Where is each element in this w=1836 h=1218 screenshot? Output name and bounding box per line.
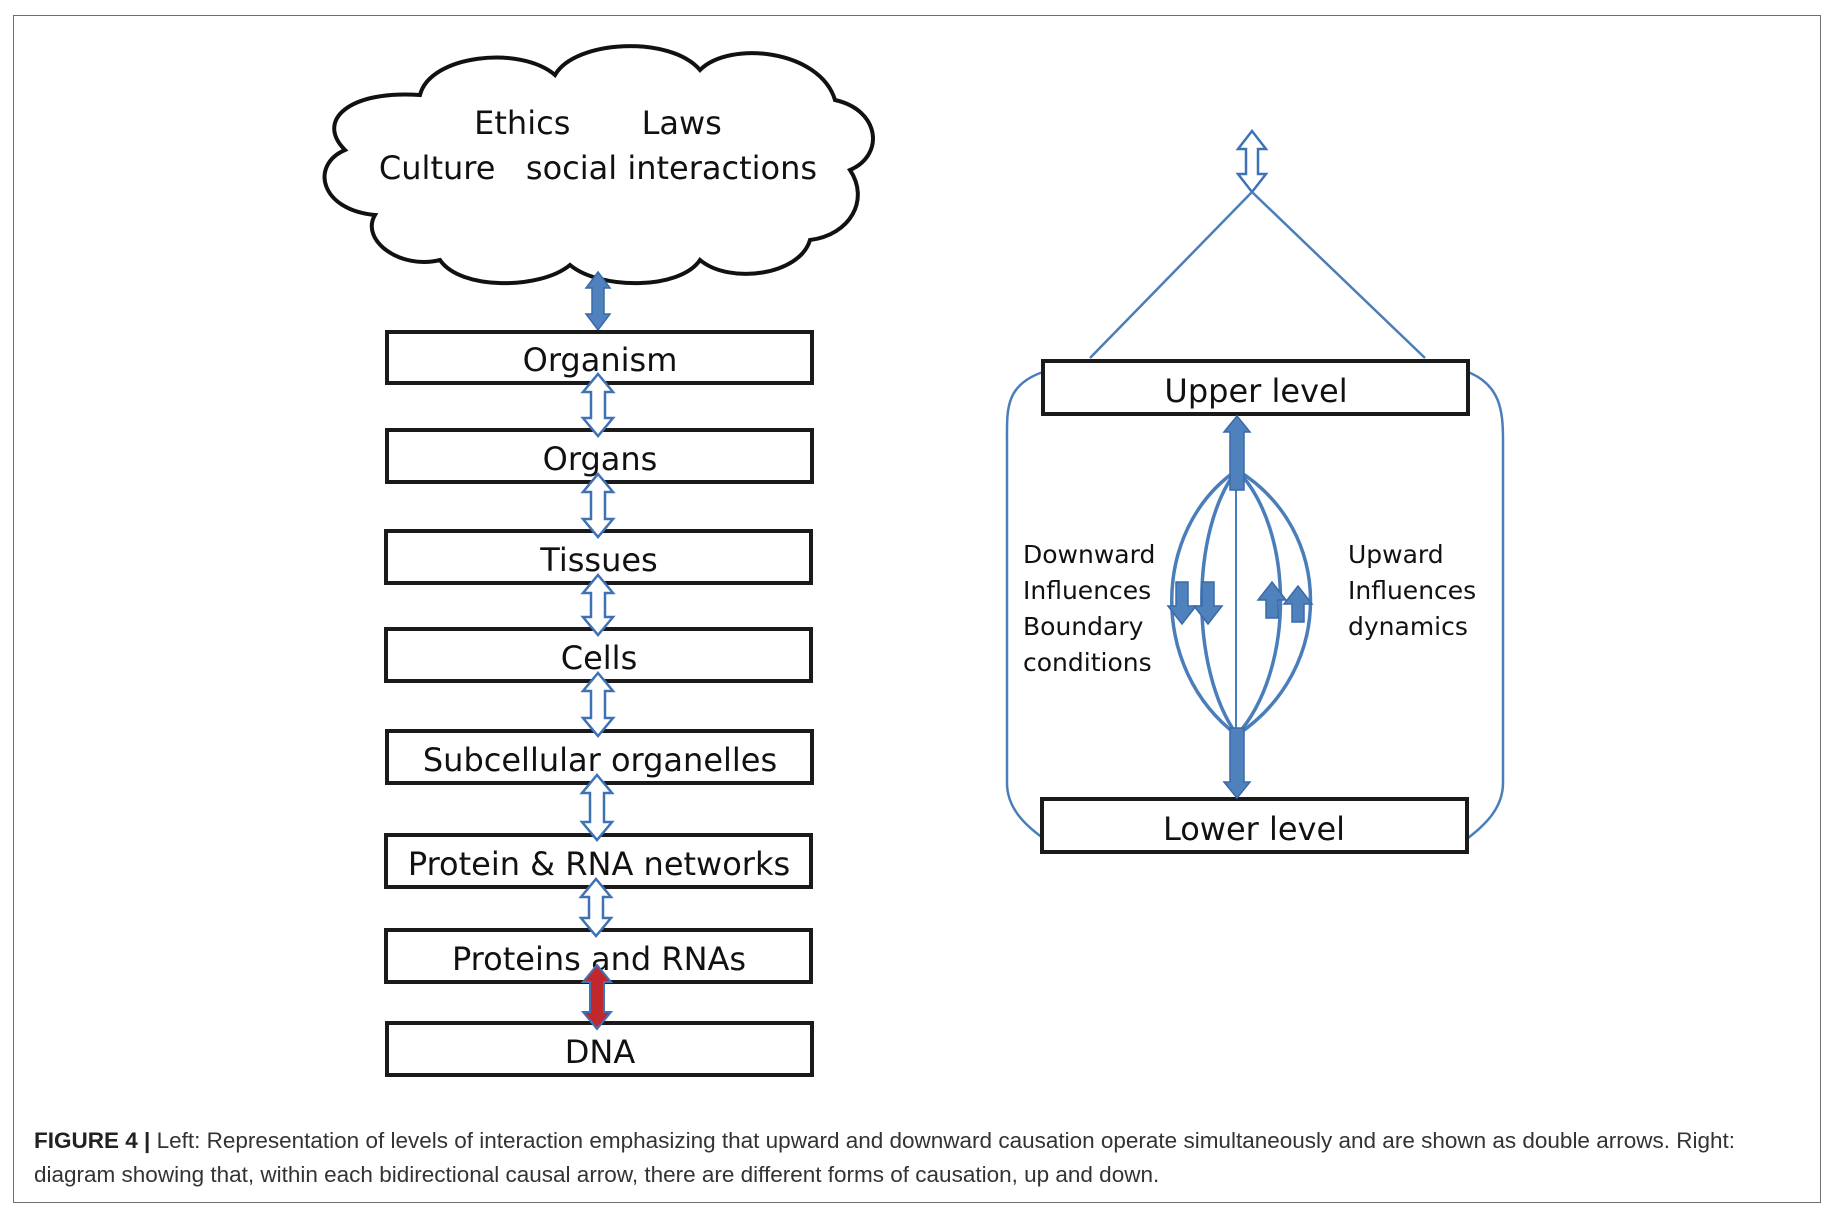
level-box-protein-rna-networks: Protein & RNA networks (384, 833, 813, 889)
upper-level-label: Upper level (1164, 372, 1347, 410)
level-label-dna: DNA (565, 1033, 636, 1071)
cloud-text-line-1: Ethics Laws (474, 104, 722, 142)
level-label-tissues: Tissues (539, 541, 657, 579)
double-arrow-cells-organelles (580, 671, 616, 738)
level-label-subcellular-organelles: Subcellular organelles (423, 741, 777, 779)
upward-label-line-3: dynamics (1348, 612, 1468, 641)
level-label-organism: Organism (523, 341, 678, 379)
downward-arrow-1 (1166, 581, 1198, 626)
level-label-cells: Cells (561, 639, 637, 677)
downward-label-line-3: Boundary (1023, 612, 1144, 641)
red-double-arrow-proteins-dna (580, 963, 614, 1031)
cloud-text-line-2: Culture social interactions (379, 149, 817, 187)
upward-label-line-2: Influences (1348, 576, 1476, 605)
figure-label: FIGURE 4 | (34, 1128, 151, 1153)
figure-frame (13, 15, 1821, 1203)
double-arrow-tissues-cells (580, 573, 616, 637)
double-arrow-organs-tissues (580, 472, 616, 539)
converging-line-left (1089, 191, 1253, 359)
central-up-arrow (1222, 414, 1252, 491)
level-label-organs: Organs (543, 440, 658, 478)
double-arrow-organism-organs (580, 372, 616, 438)
central-down-arrow (1222, 727, 1252, 800)
double-arrow-organelles-networks (579, 773, 615, 842)
downward-label-line-4: conditions (1023, 648, 1152, 677)
converging-line-right (1251, 191, 1426, 359)
lower-level-box: Lower level (1040, 797, 1469, 854)
lower-level-label: Lower level (1163, 810, 1345, 848)
feedback-loop-right (1467, 370, 1505, 839)
upward-arrow-1 (1256, 580, 1288, 619)
downward-arrow-2 (1192, 581, 1224, 626)
upward-arrow-2 (1282, 584, 1314, 623)
level-box-subcellular-organelles: Subcellular organelles (385, 729, 814, 785)
upward-label-line-1: Upward (1348, 540, 1444, 569)
level-label-protein-rna-networks: Protein & RNA networks (408, 845, 790, 883)
downward-label-line-2: Influences (1023, 576, 1151, 605)
level-box-dna: DNA (385, 1021, 814, 1077)
downward-label-line-1: Downward (1023, 540, 1155, 569)
cloud (322, 44, 875, 286)
feedback-loop (1005, 370, 1044, 840)
top-double-arrow (1235, 128, 1269, 195)
double-arrow-networks-proteins (578, 877, 614, 938)
upper-level-box: Upper level (1041, 359, 1470, 416)
caption-text: Left: Representation of levels of intera… (34, 1128, 1735, 1187)
figure-caption: FIGURE 4 | Left: Representation of level… (34, 1124, 1814, 1192)
